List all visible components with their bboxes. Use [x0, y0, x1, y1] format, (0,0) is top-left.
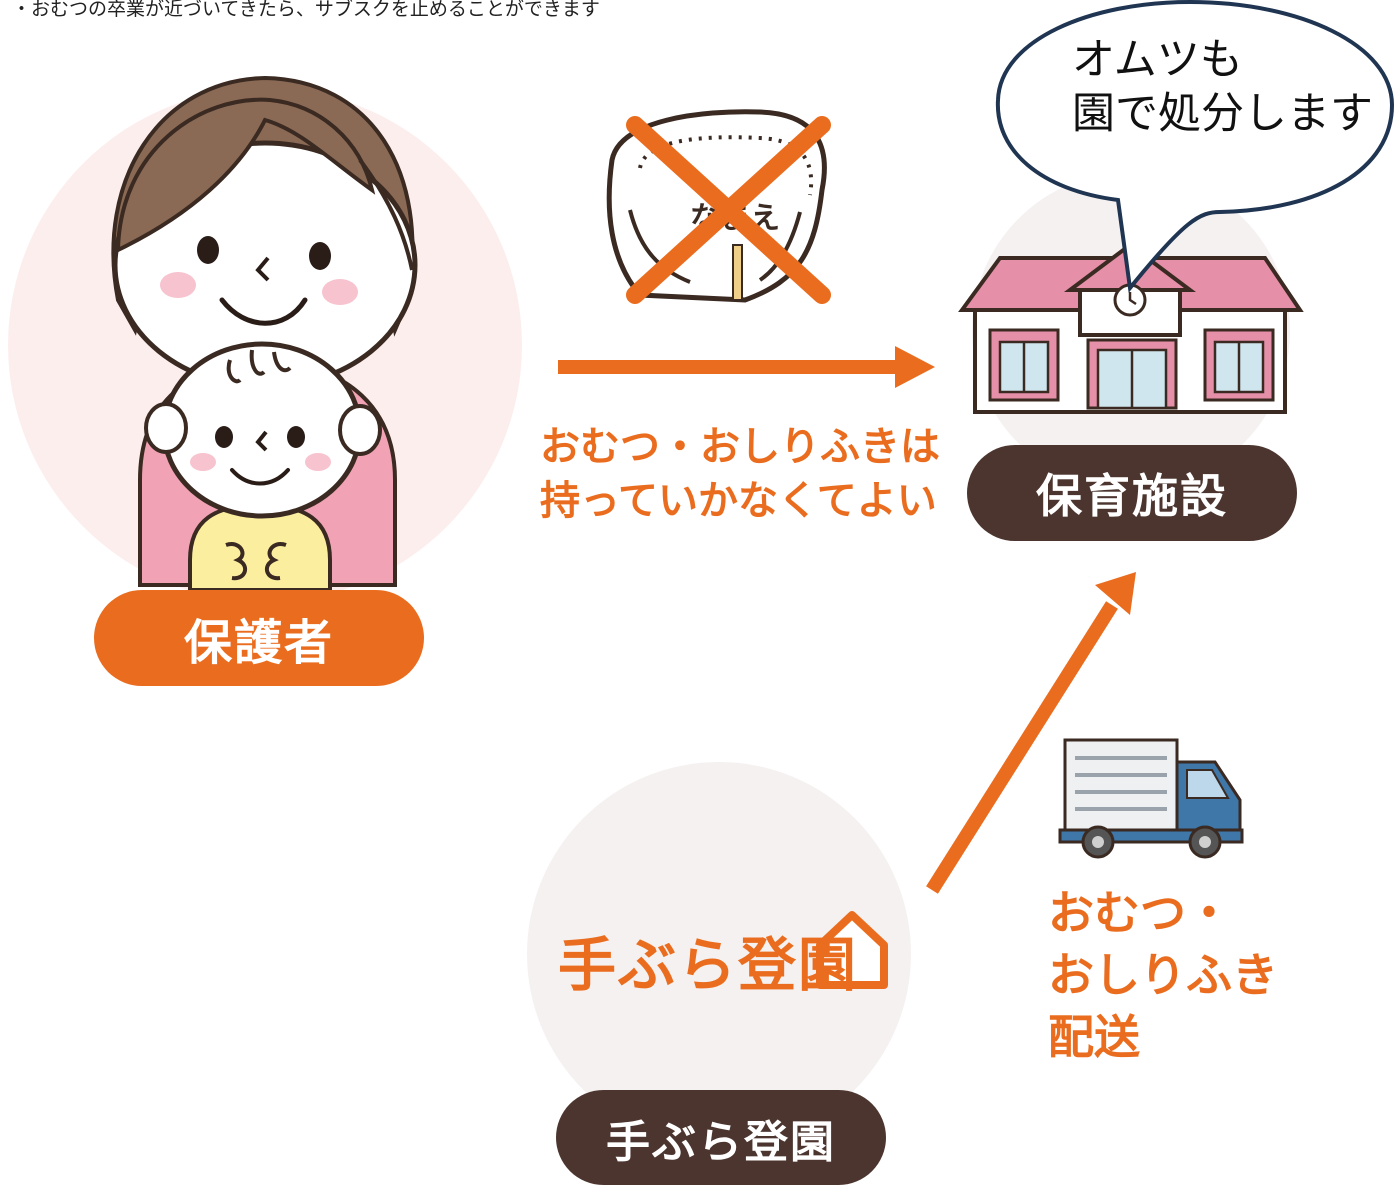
- delivery-label-line1: おむつ・: [1048, 886, 1232, 940]
- delivery-label-line2: おしりふき: [1048, 948, 1278, 1002]
- service-logo: 手ぶら登園: [558, 918, 858, 1002]
- service-to-facility-arrow: [926, 601, 1118, 894]
- arrow-label-line1: おむつ・おしりふきは: [540, 424, 940, 470]
- speech-bubble: [995, 0, 1395, 293]
- service-label: 手ぶら登園: [606, 1116, 836, 1168]
- top-note: ・おむつの卒業が近づいてきたら、サブスクを止めることができます: [12, 0, 600, 20]
- delivery-truck-icon: [1058, 738, 1244, 859]
- arrow-head-diagonal: [1095, 572, 1136, 615]
- service-logo-text: 手ぶら登園: [558, 931, 859, 999]
- parent-label-pill: 保護者: [94, 590, 424, 686]
- diaper-crossed-icon: なまえ: [606, 109, 831, 304]
- speech-bubble-line1: オムツも: [1072, 35, 1243, 85]
- speech-bubble-line2: 園で処分します: [1072, 88, 1373, 139]
- facility-label-pill: 保育施設: [967, 445, 1297, 541]
- delivery-label: おむつ・ おしりふき 配送: [1048, 882, 1278, 1068]
- arrow-head-right: [895, 346, 935, 388]
- speech-bubble-text: オムツも 園で処分します: [1072, 34, 1373, 142]
- arrow-label-line2: 持っていかなくてよい: [540, 478, 937, 524]
- delivery-label-line3: 配送: [1048, 1010, 1140, 1064]
- logo-house-icon: [816, 911, 888, 989]
- facility-label: 保育施設: [1036, 469, 1228, 523]
- mother-baby-illustration: [111, 75, 418, 592]
- arrow-label: おむつ・おしりふきは 持っていかなくてよい: [540, 420, 940, 528]
- parent-label: 保護者: [183, 615, 334, 671]
- service-label-pill: 手ぶら登園: [556, 1090, 886, 1185]
